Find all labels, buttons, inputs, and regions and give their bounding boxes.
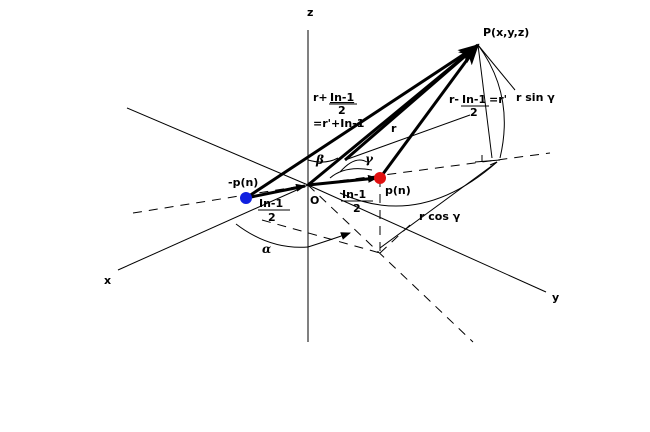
- dashed-diagonal: [307, 184, 474, 343]
- half-left-den: 2: [268, 211, 276, 224]
- r-label: r: [391, 122, 397, 135]
- right-angle-mark-2: [474, 159, 501, 163]
- origin-label: O: [310, 194, 319, 207]
- beta-arc: [307, 157, 339, 163]
- point-p: [374, 172, 386, 184]
- r-sin-gamma-brace: [477, 44, 505, 159]
- vector-O-to-P-secondary: [344, 43, 479, 162]
- point-P-label: P(x,y,z): [483, 26, 529, 39]
- vector-neg-p-to-P: [245, 43, 480, 200]
- base-line-to-P-foot: [379, 161, 498, 249]
- leader-r-minus: [344, 114, 471, 161]
- alpha-arc: [235, 223, 309, 248]
- vector-p-to-P: [378, 43, 480, 179]
- point-p-label: p(n): [385, 184, 411, 197]
- vector-O-to-p: [307, 174, 378, 187]
- r-plus-frac-num: In-1: [330, 91, 354, 104]
- perpendicular-line: [477, 44, 493, 159]
- dashed-projection-x: [261, 219, 381, 254]
- alpha-label: α: [262, 242, 271, 256]
- r-plus-frac-den: 2: [338, 104, 346, 117]
- half-right-num: In-1: [342, 188, 366, 201]
- gamma-arc-2: [329, 168, 373, 179]
- gamma-label: γ: [365, 152, 374, 166]
- x-axis: [117, 184, 309, 271]
- half-left-num: In-1: [259, 197, 283, 210]
- z-axis-label: z: [307, 6, 313, 19]
- beta-label: β: [315, 153, 324, 167]
- y-axis-label: y: [552, 291, 559, 304]
- alpha-arrow-arc: [307, 232, 351, 248]
- x-axis-back: [126, 107, 309, 186]
- projection-line: [477, 44, 516, 91]
- r-cos-gamma-brace: [339, 161, 498, 207]
- point-neg-p: [240, 192, 252, 204]
- dashed-line-left: [132, 184, 309, 214]
- r-sin-gamma-label: r sin γ: [516, 91, 555, 104]
- half-right-den: 2: [353, 202, 361, 215]
- vector-neg-p-to-O: [245, 183, 306, 200]
- r-prime-plus-label: =r'+In-1: [313, 117, 364, 130]
- r-minus-prefix: r-: [449, 93, 459, 106]
- r-plus-prefix: r+: [313, 91, 328, 104]
- gamma-arc: [339, 159, 368, 173]
- r-minus-suffix: =r': [489, 93, 507, 106]
- point-neg-p-label: -p(n): [228, 176, 258, 189]
- x-axis-label: x: [104, 274, 111, 287]
- r-minus-frac-den: 2: [470, 106, 478, 119]
- y-axis: [307, 184, 547, 293]
- r-cos-gamma-label: r cos γ: [419, 210, 461, 223]
- r-minus-frac-num: In-1: [462, 93, 486, 106]
